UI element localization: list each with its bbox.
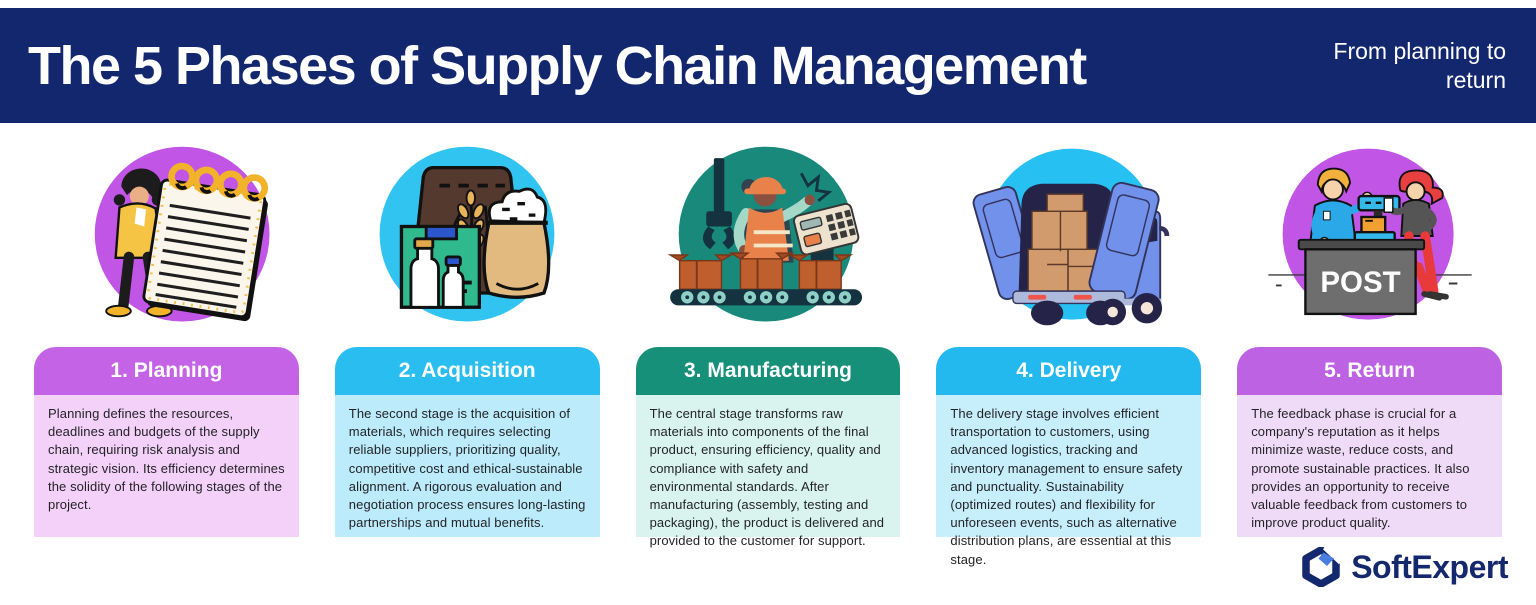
- manufacturing-illustration: [636, 141, 901, 331]
- post-counter-label: POST: [1320, 266, 1400, 299]
- person-with-notepad-icon: [95, 146, 270, 322]
- delivery-truck-icon: [972, 148, 1170, 326]
- delivery-illustration: [936, 141, 1201, 331]
- phase-1-title: 1. Planning: [34, 347, 299, 395]
- phase-1-description: Planning defines the resources, deadline…: [34, 395, 299, 537]
- phase-planning: 1. Planning Planning defines the resourc…: [34, 141, 299, 539]
- acquisition-illustration: [335, 141, 600, 331]
- phase-2-description: The second stage is the acquisition of m…: [334, 395, 600, 537]
- header-band: The 5 Phases of Supply Chain Management …: [0, 8, 1536, 123]
- phase-5-description: The feedback phase is crucial for a comp…: [1237, 395, 1502, 537]
- planning-illustration: [34, 141, 299, 331]
- phase-acquisition: 2. Acquisition The second stage is the a…: [334, 141, 600, 539]
- softexpert-hexagon-icon: [1302, 547, 1342, 587]
- header-subtitle: From planning to return: [1333, 37, 1506, 93]
- return-illustration: POST: [1237, 141, 1502, 331]
- page-title: The 5 Phases of Supply Chain Management: [28, 35, 1087, 96]
- phase-2-title: 2. Acquisition: [334, 347, 600, 395]
- raw-materials-icon: [379, 146, 555, 322]
- softexpert-logo: SoftExpert: [1301, 547, 1508, 587]
- phase-3-title: 3. Manufacturing: [635, 347, 901, 395]
- phase-manufacturing: 3. Manufacturing The central stage trans…: [635, 141, 901, 548]
- phase-delivery: 4. Delivery The delivery stage involves …: [936, 141, 1202, 567]
- post-counter-icon: POST: [1267, 148, 1472, 320]
- phase-return: POST 5. Return The feedback phase is cru…: [1237, 141, 1502, 539]
- factory-worker-icon: [667, 146, 863, 322]
- phase-4-title: 4. Delivery: [936, 347, 1202, 395]
- footer: SoftExpert: [0, 539, 1536, 605]
- phase-5-title: 5. Return: [1237, 347, 1502, 395]
- phases-grid: 1. Planning Planning defines the resourc…: [0, 123, 1536, 567]
- phase-3-description: The central stage transforms raw materia…: [635, 395, 901, 548]
- phase-4-description: The delivery stage involves efficient tr…: [936, 395, 1202, 567]
- softexpert-logo-text: SoftExpert: [1351, 548, 1508, 585]
